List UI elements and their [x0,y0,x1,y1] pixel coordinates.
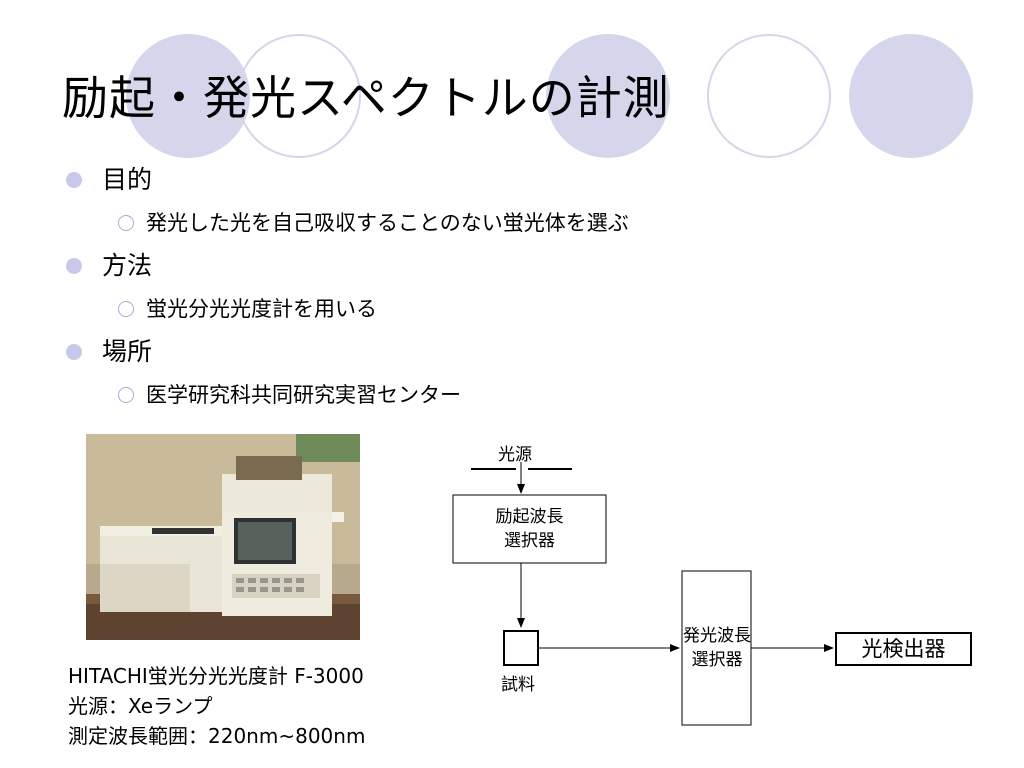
detector-box [835,632,972,666]
decor-circle-outline [237,34,361,158]
bullet-dot-icon [66,344,82,360]
excitation-selector-line2: 選択器 [504,531,555,551]
bullet-label: 目的 [102,165,153,194]
bullet-dot-icon [66,258,82,274]
sub-bullet-method: 蛍光分光光度計を用いる [64,290,629,332]
sample-box [503,630,539,666]
photo-caption: HITACHI蛍光分光光度計 F-3000 光源：Xeランプ 測定波長範囲：22… [68,661,365,751]
sub-bullet-text: 発光した光を自己吸収することのない蛍光体を選ぶ [146,211,629,235]
decor-circle-filled [546,34,670,158]
emission-selector-label: 発光波長 選択器 [668,624,766,672]
spectrofluorometer-photo [86,434,360,640]
light-source-label: 光源 [498,445,532,465]
caption-model: HITACHI蛍光分光光度計 F-3000 [68,664,364,688]
slide-title: 励起・発光スペクトルの計測 [62,71,670,125]
sub-bullet-text: 蛍光分光光度計を用いる [146,297,377,321]
decor-circle-filled [849,34,973,158]
sub-bullet-place: 医学研究科共同研究実習センター [64,376,629,418]
excitation-selector-line1: 励起波長 [495,507,564,527]
sample-label: 試料 [501,675,535,695]
excitation-selector-label: 励起波長 選択器 [453,505,606,553]
sub-bullet-ring-icon [118,387,134,403]
bullet-dot-icon [66,172,82,188]
bullet-purpose: 目的 [64,160,629,204]
decor-circle-outline [707,34,831,158]
detector-label: 光検出器 [861,637,946,661]
sub-bullet-ring-icon [118,215,134,231]
caption-wavelength-range: 測定波長範囲：220nm~800nm [68,724,366,748]
emission-selector-line2: 選択器 [691,650,743,670]
decor-circle-filled [126,34,250,158]
excitation-selector-box [452,494,607,564]
emission-selector-line1: 発光波長 [683,626,751,646]
sub-bullet-purpose: 発光した光を自己吸収することのない蛍光体を選ぶ [64,204,629,246]
caption-light-source: 光源：Xeランプ [68,694,213,718]
bullet-place: 場所 [64,332,629,376]
bullet-label: 方法 [102,251,153,280]
sub-bullet-text: 医学研究科共同研究実習センター [146,383,461,407]
bullet-list: 目的 発光した光を自己吸収することのない蛍光体を選ぶ 方法 蛍光分光光度計を用い… [64,160,629,418]
sub-bullet-ring-icon [118,301,134,317]
bullet-method: 方法 [64,246,629,290]
bullet-label: 場所 [102,337,153,366]
